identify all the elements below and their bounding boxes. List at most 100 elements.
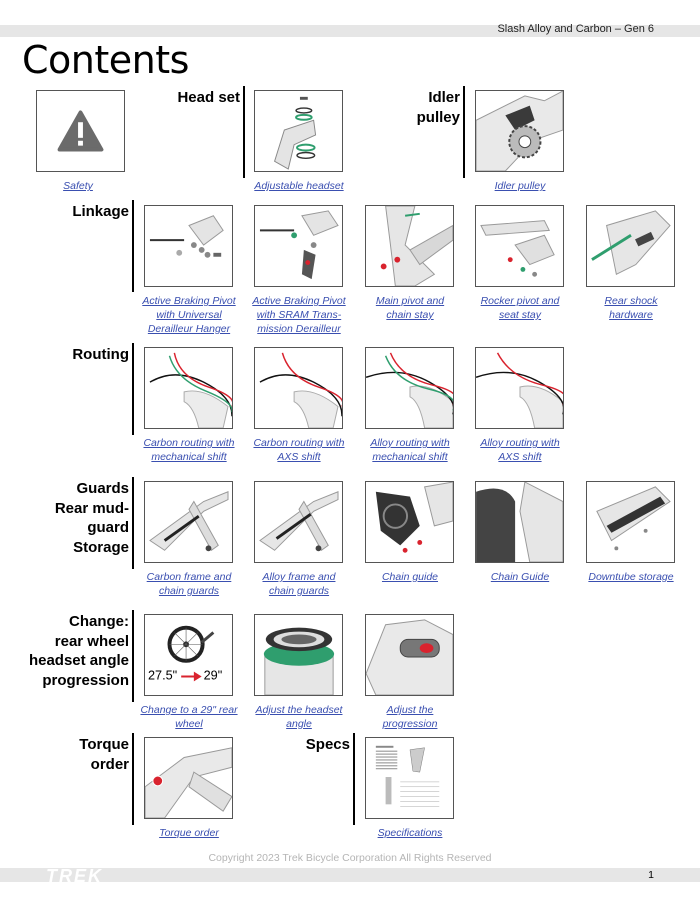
- rocker-pivot-thumbnail[interactable]: [475, 205, 564, 287]
- wheel-size-illustration: 27.5" 29": [148, 625, 223, 682]
- text-line: mechanical shift: [151, 451, 227, 463]
- text-line: Head set: [177, 89, 240, 106]
- text-line: AXS shift: [277, 451, 321, 463]
- section-label-linkage: Linkage: [72, 202, 129, 222]
- text-line: chain guards: [268, 585, 330, 597]
- rocker-illustration: [480, 220, 555, 277]
- text-line: pulley: [416, 108, 460, 126]
- page-title: Contents: [22, 38, 189, 82]
- headset-cup-illustration: [263, 627, 335, 695]
- carbon-guards-thumbnail[interactable]: [144, 481, 233, 563]
- wheel-size-to: 29": [204, 668, 223, 682]
- text-line: chain guards: [158, 585, 220, 597]
- text-line: angle: [286, 718, 312, 730]
- exploded-pivot-illustration: [149, 215, 224, 258]
- text-line: order: [90, 755, 129, 773]
- chain-guide-thumbnail[interactable]: [365, 481, 454, 563]
- text-line: Rear mud-: [54, 499, 129, 517]
- text-line: Adjust the: [386, 704, 434, 716]
- text-line: Linkage: [72, 203, 129, 220]
- main-pivot-thumbnail[interactable]: [365, 205, 454, 287]
- rear-shock-thumbnail[interactable]: [586, 205, 675, 287]
- routing-illustration: [259, 352, 342, 428]
- abp-sram-thumbnail[interactable]: [254, 205, 343, 287]
- divider: [463, 86, 465, 178]
- link-chain-guide[interactable]: Chain guide: [355, 570, 465, 584]
- divider: [132, 477, 134, 569]
- divider: [132, 733, 134, 825]
- section-label-specs: Specs: [306, 735, 350, 755]
- link-safety[interactable]: Safety: [23, 179, 133, 193]
- link-progression[interactable]: Adjust the progression: [355, 703, 465, 731]
- alloy-axs-routing-thumbnail[interactable]: [475, 347, 564, 429]
- text-line: Chain guide: [381, 571, 439, 583]
- divider: [353, 733, 355, 825]
- link-idler-pulley[interactable]: Idler pulley: [465, 179, 575, 193]
- arrow-right-icon: [181, 671, 202, 682]
- downtube-storage-thumbnail[interactable]: [586, 481, 675, 563]
- link-specifications[interactable]: Specifications: [355, 826, 465, 840]
- text-line: hardware: [609, 309, 653, 321]
- alloy-guards-thumbnail[interactable]: [254, 481, 343, 563]
- link-torque-order[interactable]: Torque order: [134, 826, 244, 840]
- section-label-routing: Routing: [72, 345, 129, 365]
- text-line: Torque order: [159, 827, 219, 839]
- text-line: Idler: [428, 89, 460, 106]
- frame-pivot-illustration: [380, 206, 453, 286]
- link-headset-angle[interactable]: Adjust the headset angle: [244, 703, 354, 731]
- link-downtube-storage[interactable]: Downtube storage: [576, 570, 686, 584]
- text-line: guard: [87, 519, 129, 536]
- chain-guide-2-thumbnail[interactable]: [475, 481, 564, 563]
- idler-pulley-thumbnail[interactable]: [475, 90, 564, 172]
- carbon-mech-routing-thumbnail[interactable]: [144, 347, 233, 429]
- divider: [132, 343, 134, 435]
- text-line: Adjust the headset: [255, 704, 343, 716]
- wheel-size-from: 27.5": [148, 668, 177, 682]
- spec-sheet-illustration: [373, 742, 446, 814]
- text-line: progression: [382, 718, 438, 730]
- text-line: Specs: [305, 736, 350, 753]
- text-line: Alloy routing with: [480, 437, 560, 449]
- footer-bar: [0, 868, 700, 882]
- torque-order-thumbnail[interactable]: [144, 737, 233, 819]
- routing-illustration: [149, 352, 232, 428]
- text-line: Carbon routing with: [253, 437, 345, 449]
- text-line: Routing: [72, 346, 129, 363]
- torque-illustration: [145, 747, 232, 818]
- progression-thumbnail[interactable]: [365, 614, 454, 696]
- headset-illustration: [274, 96, 317, 170]
- text-line: Safety: [63, 180, 93, 192]
- divider: [132, 200, 134, 292]
- chain-guide-illustration: [375, 482, 453, 553]
- text-line: Guards: [76, 480, 129, 497]
- safety-thumbnail[interactable]: [36, 90, 125, 172]
- carbon-axs-routing-thumbnail[interactable]: [254, 347, 343, 429]
- warning-icon: [57, 110, 104, 152]
- text-line: Rocker pivot and: [480, 295, 560, 307]
- alloy-mech-routing-thumbnail[interactable]: [365, 347, 454, 429]
- abp-universal-thumbnail[interactable]: [144, 205, 233, 287]
- section-label-idler: Idler pulley: [417, 88, 460, 127]
- adjustable-headset-thumbnail[interactable]: [254, 90, 343, 172]
- link-adjustable-headset[interactable]: Adjustable headset: [244, 179, 354, 193]
- change-wheel-thumbnail[interactable]: 27.5" 29": [144, 614, 233, 696]
- text-line: Idler pulley: [494, 180, 546, 192]
- text-line: AXS shift: [498, 451, 542, 463]
- headset-angle-thumbnail[interactable]: [254, 614, 343, 696]
- page-number: 1: [648, 869, 654, 881]
- link-chain-guide-2[interactable]: Chain Guide: [465, 570, 575, 584]
- specifications-thumbnail[interactable]: [365, 737, 454, 819]
